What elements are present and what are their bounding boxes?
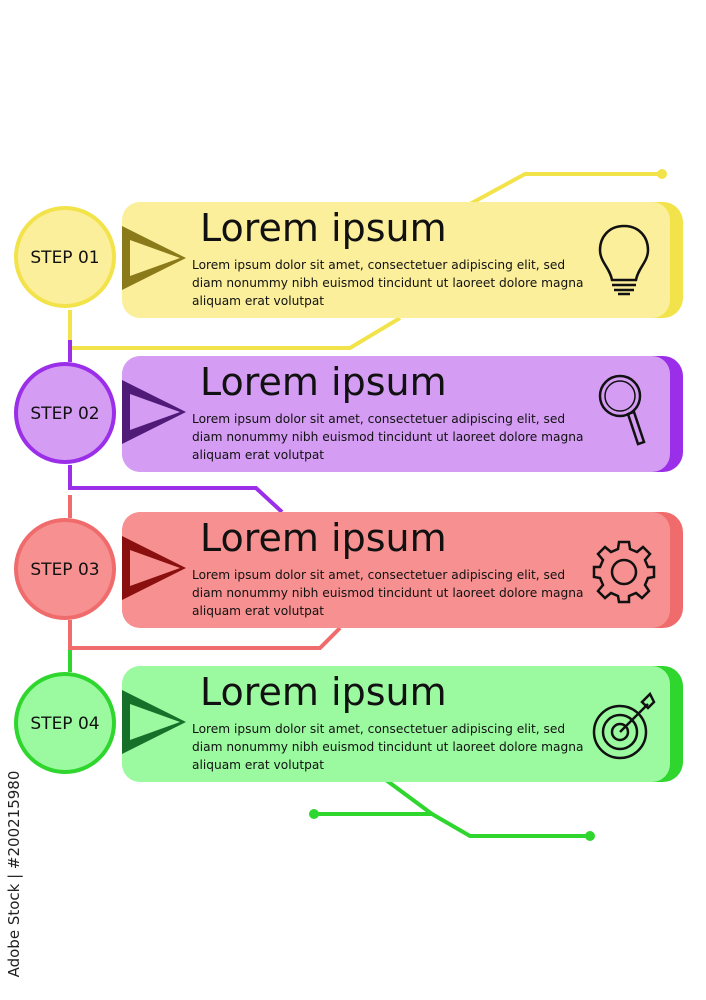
- connector-red: [68, 620, 342, 650]
- lightbulb-icon: [598, 224, 650, 296]
- step-description: Lorem ipsum dolor sit amet, consectetuer…: [192, 412, 584, 462]
- step-card-4: Lorem ipsum Lorem ipsum dolor sit amet, …: [122, 666, 683, 782]
- step-card-3: Lorem ipsum Lorem ipsum dolor sit amet, …: [122, 512, 683, 628]
- step-badge-1: STEP 01: [14, 206, 116, 308]
- target-icon: [592, 691, 656, 760]
- step-description: Lorem ipsum dolor sit amet, consectetuer…: [192, 722, 584, 772]
- step-label: STEP 02: [30, 404, 100, 424]
- connector-yellow: [68, 310, 402, 350]
- connector-yellow-dot: [657, 169, 667, 179]
- step-badge-3: STEP 03: [14, 518, 116, 620]
- step-label: STEP 01: [30, 248, 100, 268]
- connector-green-2: [430, 812, 590, 838]
- step-title: Lorem ipsum: [200, 516, 447, 560]
- connector-yellow-top: [469, 172, 662, 206]
- step-description: Lorem ipsum dolor sit amet, consectetuer…: [192, 568, 584, 618]
- pointer-arrow: [122, 226, 186, 290]
- step-label: STEP 04: [30, 714, 100, 734]
- step-title: Lorem ipsum: [200, 670, 447, 714]
- magnifier-icon: [598, 374, 646, 446]
- gear-icon: [592, 540, 656, 604]
- step-card-face: Lorem ipsum Lorem ipsum dolor sit amet, …: [122, 512, 670, 628]
- stock-watermark: Adobe Stock | #200215980: [4, 750, 24, 1000]
- connector-purple: [68, 465, 284, 514]
- step-card-face: Lorem ipsum Lorem ipsum dolor sit amet, …: [122, 202, 670, 318]
- connector-green-dot-right: [585, 831, 595, 841]
- step-card-1: Lorem ipsum Lorem ipsum dolor sit amet, …: [122, 202, 683, 318]
- step-title: Lorem ipsum: [200, 206, 447, 250]
- step-badge-4: STEP 04: [14, 672, 116, 774]
- step-card-face: Lorem ipsum Lorem ipsum dolor sit amet, …: [122, 666, 670, 782]
- step-badge-2: STEP 02: [14, 362, 116, 464]
- connector-green-dot-left: [309, 809, 319, 819]
- step-title: Lorem ipsum: [200, 360, 447, 404]
- step-card-2: Lorem ipsum Lorem ipsum dolor sit amet, …: [122, 356, 683, 472]
- watermark-text: Adobe Stock | #200215980: [5, 770, 23, 978]
- step-card-face: Lorem ipsum Lorem ipsum dolor sit amet, …: [122, 356, 670, 472]
- pointer-arrow: [122, 690, 186, 754]
- connector-green: [314, 778, 439, 816]
- step-label: STEP 03: [30, 560, 100, 580]
- pointer-arrow: [122, 536, 186, 600]
- step-description: Lorem ipsum dolor sit amet, consectetuer…: [192, 258, 584, 308]
- pointer-arrow: [122, 380, 186, 444]
